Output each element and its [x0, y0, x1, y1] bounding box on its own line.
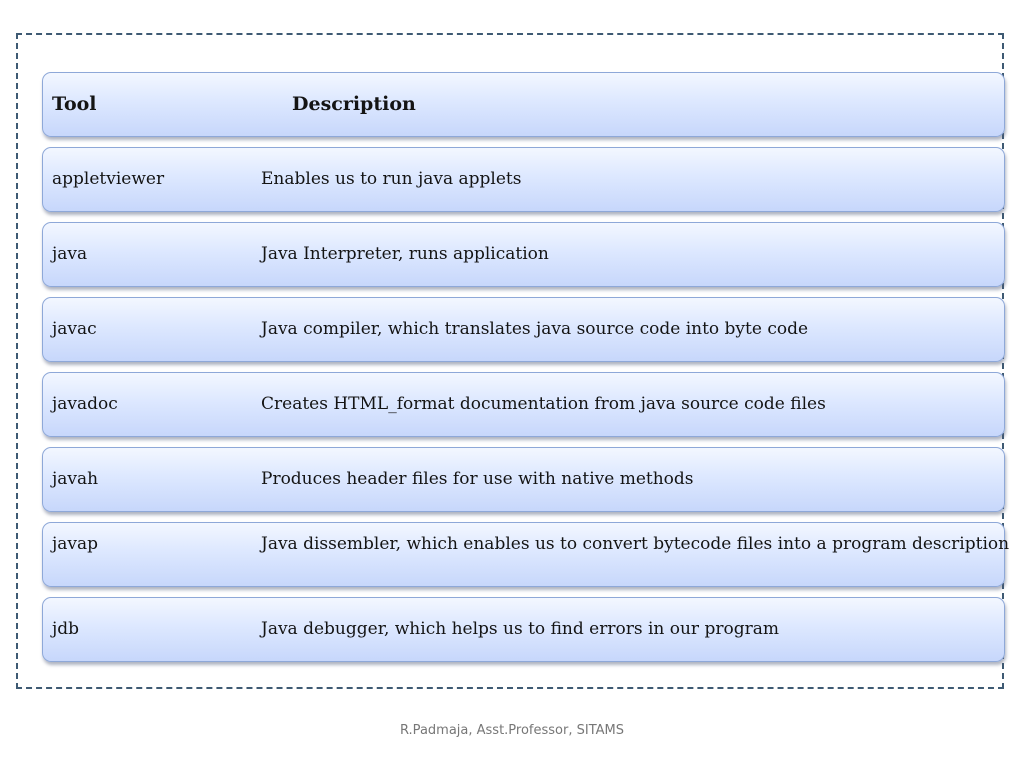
tool-description: Java debugger, which helps us to find er… — [261, 619, 779, 639]
tool-description: Creates HTML_format documentation from j… — [261, 394, 826, 414]
author-credit: R.Padmaja, Asst.Professor, SITAMS — [399, 723, 624, 738]
slide-frame — [16, 33, 1004, 689]
description-column-header: Description — [292, 93, 416, 115]
table-header-row: Tool Description — [42, 72, 1005, 137]
table-row: java Java Interpreter, runs application — [42, 222, 1005, 287]
tool-description: Java dissembler, which enables us to con… — [261, 534, 1010, 554]
table-row: javadoc Creates HTML_format documentatio… — [42, 372, 1005, 437]
table-row: javah Produces header files for use with… — [42, 447, 1005, 512]
tool-column-header: Tool — [52, 93, 97, 115]
tool-name: jdb — [52, 619, 80, 639]
tool-description: Java Interpreter, runs application — [261, 244, 549, 264]
table-row: javac Java compiler, which translates ja… — [42, 297, 1005, 362]
tool-name: javap — [52, 534, 99, 554]
tool-name: javadoc — [52, 394, 118, 414]
tool-description: Produces header files for use with nativ… — [261, 469, 694, 489]
tool-description: Enables us to run java applets — [261, 169, 522, 189]
table-row: javap Java dissembler, which enables us … — [42, 522, 1009, 587]
tool-name: appletviewer — [52, 169, 165, 189]
tool-description: Java compiler, which translates java sou… — [261, 319, 809, 339]
tool-name: javah — [52, 469, 99, 489]
tool-name: javac — [52, 319, 97, 339]
table-row: jdb Java debugger, which helps us to fin… — [42, 597, 1005, 662]
tool-name: java — [52, 244, 88, 264]
table-row: appletviewer Enables us to run java appl… — [42, 147, 1005, 212]
